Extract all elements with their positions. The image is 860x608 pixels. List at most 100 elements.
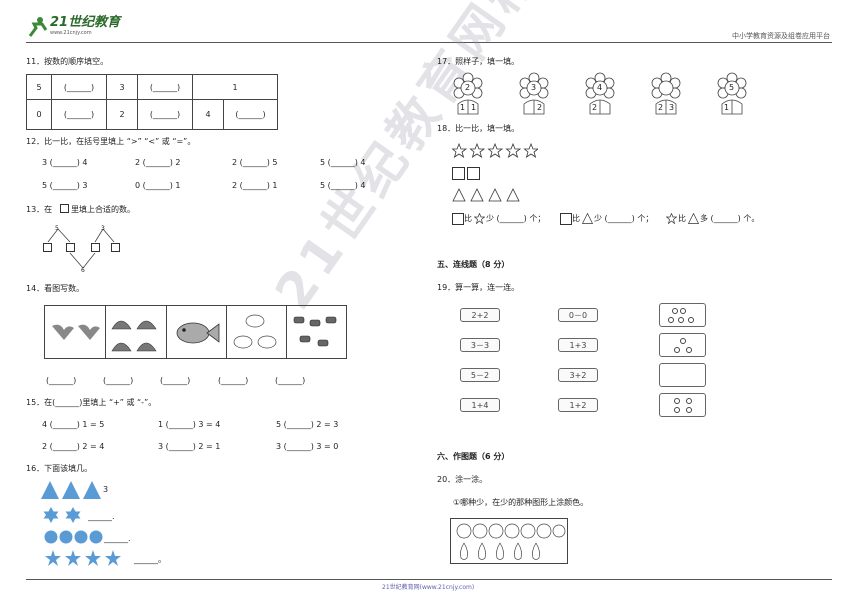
q18-text[interactable]: 少 (______) 个；	[486, 214, 546, 223]
q13-num-bottom: 6	[81, 267, 85, 274]
q15-item[interactable]: 2 (______) 2 = 4	[42, 442, 105, 451]
square-icon	[452, 213, 464, 225]
q11-cell: 0	[26, 99, 52, 130]
q11-title: 11．按数的顺序填空。	[26, 57, 109, 66]
q19-expr-col2[interactable]: 3+2	[558, 368, 598, 382]
q18-text[interactable]: 多 (______) 个。	[700, 214, 760, 223]
q13-answer-box[interactable]	[111, 243, 120, 252]
q12-item[interactable]: 5 (______) 4	[320, 158, 366, 167]
q15-item[interactable]: 3 (______) 2 = 1	[158, 442, 221, 451]
header-platform-text: 中小学教育资源及组卷应用平台	[732, 32, 830, 40]
q19-dot-box[interactable]	[659, 303, 706, 327]
q11-cell: 1	[192, 74, 278, 100]
q11-cell[interactable]: (______)	[51, 74, 107, 100]
q14-picture-strip	[44, 305, 347, 359]
q19-title: 19．算一算，连一连。	[437, 283, 520, 292]
q11-cell[interactable]: (______)	[137, 74, 193, 100]
q13-title-square	[60, 204, 69, 213]
q14-blank[interactable]: (______)	[218, 376, 249, 385]
sec6-title: 六、作图题（6 分）	[437, 452, 510, 461]
footer-text: 21世纪教育网(www.21cnjy.com)	[382, 584, 475, 591]
flower: 2 3	[648, 72, 684, 116]
q19-expr-col1[interactable]: 3－3	[460, 338, 500, 352]
q13-answer-box[interactable]	[43, 243, 52, 252]
circle-icon	[44, 530, 103, 544]
outline-square-icon	[452, 167, 465, 180]
triangle-icon	[582, 213, 593, 224]
q19-expr-col1[interactable]: 5－2	[460, 368, 500, 382]
q16-blank[interactable]: ______。	[134, 555, 166, 564]
flower-left: 2	[592, 103, 598, 112]
q11-cell: 3	[106, 74, 138, 100]
candy-icon	[293, 316, 337, 347]
flower-icon	[651, 72, 681, 115]
q11-cell: 4	[192, 99, 224, 130]
outline-star-icon	[452, 143, 538, 158]
q11-cell[interactable]: (______)	[51, 99, 107, 130]
flower: 5 1	[714, 72, 750, 116]
q19-expr-col1[interactable]: 2+2	[460, 308, 500, 322]
outline-square-icon	[467, 167, 480, 180]
header-rule	[26, 42, 832, 43]
q14-blank[interactable]: (______)	[103, 376, 134, 385]
q15-item[interactable]: 3 (______) 3 = 0	[276, 442, 339, 451]
q19-dot-box[interactable]	[659, 333, 706, 357]
q12-item[interactable]: 2 (______) 5	[232, 158, 278, 167]
q20-title: 20．涂一涂。	[437, 475, 488, 484]
q19-expr-col2[interactable]: 1+3	[558, 338, 598, 352]
q12-item[interactable]: 3 (______) 4	[42, 158, 88, 167]
q12-item[interactable]: 5 (______) 3	[42, 181, 88, 190]
q13-answer-box[interactable]	[66, 243, 75, 252]
hat-icon	[111, 320, 157, 352]
flower-top: 4	[597, 83, 603, 92]
q16-triangle-count: 3	[103, 485, 109, 494]
flower: 2 1 1	[450, 72, 486, 116]
flower-right: 3	[669, 103, 675, 112]
q15-item[interactable]: 4 (______) 1 = 5	[42, 420, 105, 429]
q12-item[interactable]: 0 (______) 1	[135, 181, 181, 190]
q12-title: 12．比一比，在括号里填上 “>” “<” 或 “=”。	[26, 137, 196, 146]
triangle-icon	[41, 481, 101, 499]
flower: 4 2	[582, 72, 618, 116]
watermark: 21世纪教育网精选资料	[264, 0, 648, 320]
q12-item[interactable]: 2 (______) 1	[232, 181, 278, 190]
q19-expr-col1[interactable]: 1+4	[460, 398, 500, 412]
bird-icon	[52, 324, 100, 340]
q18-text: 比	[464, 214, 472, 223]
q19-expr-col2[interactable]: 0－0	[558, 308, 598, 322]
q11-cell[interactable]: (______)	[223, 99, 278, 130]
q11-cell[interactable]: (______)	[137, 99, 193, 130]
logo: 21世纪教育 www.21cnjy.com	[26, 14, 136, 40]
q20-subtitle: ①哪种少，在少的那种图形上涂颜色。	[453, 498, 589, 507]
q13-title-post: 里填上合适的数。	[71, 205, 135, 214]
apple-pear-icon	[456, 523, 566, 560]
flower-icon	[717, 72, 747, 115]
q11-cell: 5	[26, 74, 52, 100]
q15-item[interactable]: 1 (______) 3 = 4	[158, 420, 221, 429]
q13-num-top-left: 5	[55, 225, 59, 232]
outline-triangle-icon	[452, 188, 520, 202]
q19-dot-box[interactable]	[659, 363, 706, 387]
flower-right: 1	[471, 103, 477, 112]
q18-text: 比	[572, 214, 580, 223]
flower-left: 1	[724, 103, 730, 112]
flower: 3 2	[516, 72, 552, 116]
q19-dot-box[interactable]	[659, 393, 706, 417]
q13-answer-box[interactable]	[91, 243, 100, 252]
q14-blank[interactable]: (______)	[160, 376, 191, 385]
q12-item[interactable]: 2 (______) 2	[135, 158, 181, 167]
star-icon	[666, 213, 677, 224]
q17-title: 17．照样子，填一填。	[437, 57, 520, 66]
q14-blank[interactable]: (______)	[275, 376, 306, 385]
triangle-icon	[688, 213, 699, 224]
q18-text[interactable]: 少 (______) 个；	[594, 214, 654, 223]
q16-blank[interactable]: ______.	[104, 534, 131, 543]
flower-right: 2	[537, 103, 543, 112]
star-icon	[474, 213, 485, 224]
q19-expr-col2[interactable]: 1+2	[558, 398, 598, 412]
flower-top: 2	[465, 83, 471, 92]
q16-blank[interactable]: ______.	[88, 512, 115, 521]
q14-blank[interactable]: (______)	[46, 376, 77, 385]
q15-item[interactable]: 5 (______) 2 = 3	[276, 420, 339, 429]
q12-item[interactable]: 5 (______) 4	[320, 181, 366, 190]
